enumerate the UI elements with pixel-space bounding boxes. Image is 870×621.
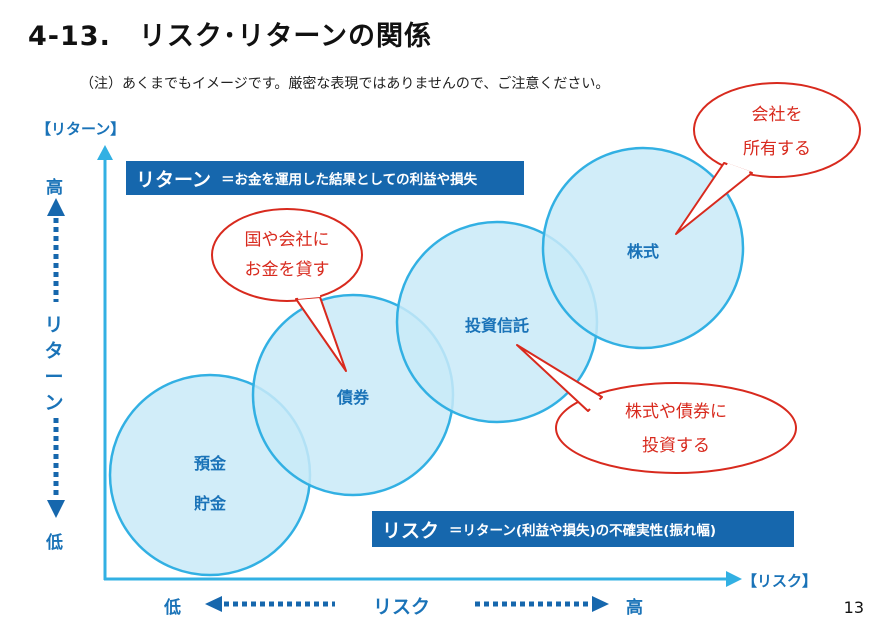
bond-callout-line-1: 国や会社に xyxy=(244,230,330,250)
stock-callout-text: 会社を 所有する xyxy=(712,98,842,166)
deposit-line-2: 貯金 xyxy=(193,494,226,513)
page-number: 13 xyxy=(843,598,864,617)
deposit-line-1: 預金 xyxy=(193,454,226,473)
right-arrowhead xyxy=(592,596,609,612)
fund-callout-line-1: 株式や債券に xyxy=(625,402,727,422)
left-arrowhead xyxy=(205,596,222,612)
fund-callout-text: 株式や債券に 投資する xyxy=(601,395,751,463)
risk-definition-box: リスク ＝リターン(利益や損失)の不確実性(振れ幅) xyxy=(372,511,794,547)
return-char-2: タ xyxy=(44,340,64,362)
fund-label: 投資信託 xyxy=(464,316,529,335)
return-low-label: 低 xyxy=(46,533,63,553)
return-term: リターン xyxy=(136,168,212,191)
return-definition-box: リターン ＝お金を運用した結果としての利益や損失 xyxy=(126,161,524,195)
risk-term: リスク xyxy=(382,519,440,542)
callout-fund xyxy=(516,344,797,474)
bond-label: 債券 xyxy=(336,388,369,407)
stock-callout-line-1: 会社を xyxy=(751,105,803,125)
page-title: 4-13. リスク･リターンの関係 xyxy=(28,21,432,52)
bond-callout-line-2: お金を貸す xyxy=(244,260,330,280)
y-axis-label: 【リターン】 xyxy=(36,120,126,138)
risk-high-label: 高 xyxy=(626,598,643,618)
y-axis-arrowhead xyxy=(97,145,113,160)
circles xyxy=(108,146,745,577)
stock-callout-line-2: 所有する xyxy=(743,139,811,159)
return-high-label: 高 xyxy=(46,178,63,198)
callout-bond xyxy=(211,208,363,372)
circle-stock xyxy=(541,146,745,350)
axes xyxy=(97,145,742,587)
callouts xyxy=(211,82,861,474)
return-char-3: ー xyxy=(44,366,64,388)
x-axis-label: 【リスク】 xyxy=(742,572,818,590)
return-definition: ＝お金を運用した結果としての利益や損失 xyxy=(221,172,478,188)
disclaimer-note: （注）あくまでもイメージです。厳密な表現ではありませんので、ご注意ください。 xyxy=(80,76,610,92)
risk-definition: ＝リターン(利益や損失)の不確実性(振れ幅) xyxy=(449,523,717,539)
return-scale-arrows xyxy=(47,198,65,518)
return-char-1: リ xyxy=(44,314,64,336)
risk-low-label: 低 xyxy=(164,598,181,618)
return-char-4: ン xyxy=(44,392,64,414)
bond-callout-text: 国や会社に お金を貸す xyxy=(222,225,352,285)
risk-scale-arrows xyxy=(205,596,609,612)
return-vertical-label: リ タ ー ン xyxy=(42,315,66,413)
up-arrowhead xyxy=(47,198,65,216)
deposit-label: 預金 貯金 xyxy=(180,444,240,524)
risk-name-label: リスク xyxy=(373,596,431,618)
callout-stock xyxy=(675,82,861,235)
fund-callout-line-2: 投資する xyxy=(642,436,710,456)
x-axis-arrowhead xyxy=(726,571,742,587)
down-arrowhead xyxy=(47,500,65,518)
stock-label: 株式 xyxy=(626,242,659,261)
